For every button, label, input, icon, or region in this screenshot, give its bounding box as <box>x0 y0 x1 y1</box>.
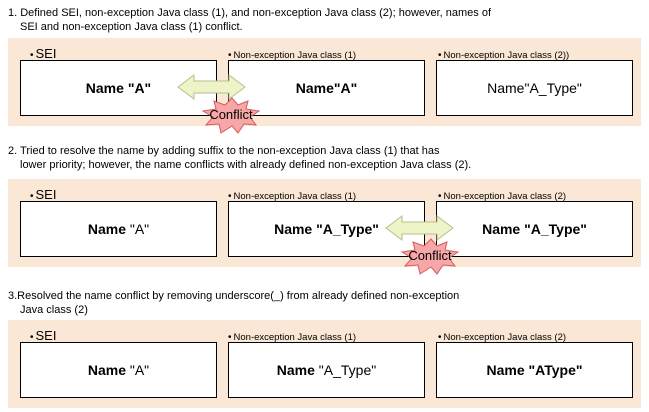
step-2-text: 2. Tried to resolve the name by adding s… <box>8 144 471 172</box>
class-2-box: Name "A_Type" <box>436 201 633 257</box>
sei-box: Name "A" <box>20 342 217 398</box>
double-arrow-icon <box>177 74 246 100</box>
step-3-line-1: 3.Resolved the name conflict by removing… <box>8 290 460 302</box>
class-2-label: •Non-exception Java class (2)) <box>438 50 570 61</box>
step-2-conflict-graphic: Conflict <box>385 215 460 275</box>
step-1-text: 1. Defined SEI, non-exception Java class… <box>8 6 491 34</box>
class-2-label: •Non-exception Java class (2) <box>438 332 567 343</box>
step-1-panel: •SEI •Non-exception Java class (1) •Non-… <box>8 38 641 134</box>
class-2-box: Name "AType" <box>436 342 633 398</box>
conflict-label: Conflict <box>408 248 452 263</box>
double-arrow-icon <box>385 215 454 241</box>
class-1-box: Name "A_Type" <box>228 201 425 257</box>
sei-label: •SEI <box>30 46 57 62</box>
sei-label: •SEI <box>30 187 57 203</box>
sei-box: Name "A" <box>20 201 217 257</box>
class-1-label: •Non-exception Java class (1) <box>228 50 357 61</box>
class-2-box: Name"A_Type" <box>436 60 633 116</box>
class-1-box: Name"A" <box>228 60 425 116</box>
conflict-label: Conflict <box>209 107 253 122</box>
step-2-line-2: lower priority; however, the name confli… <box>20 159 472 171</box>
sei-label: •SEI <box>30 328 57 344</box>
conflict-burst-icon <box>400 238 460 275</box>
step-1-conflict-graphic: Conflict <box>177 74 261 134</box>
class-1-label: •Non-exception Java class (1) <box>228 332 357 343</box>
class-1-label: •Non-exception Java class (1) <box>228 191 357 202</box>
step-1-line-2: SEI and non-exception Java class (1) con… <box>20 21 243 33</box>
step-2-panel: •SEI •Non-exception Java class (1) •Non-… <box>8 179 641 275</box>
step-3-text: 3.Resolved the name conflict by removing… <box>8 289 459 317</box>
step-3-panel: •SEI •Non-exception Java class (1) •Non-… <box>8 320 641 408</box>
step-2-line-1: 2. Tried to resolve the name by adding s… <box>8 145 440 157</box>
step-3-line-2: Java class (2) <box>20 304 88 316</box>
step-1-line-1: 1. Defined SEI, non-exception Java class… <box>8 7 492 19</box>
conflict-burst-icon <box>201 97 261 134</box>
class-1-box: Name "A_Type" <box>228 342 425 398</box>
class-2-label: •Non-exception Java class (2) <box>438 191 567 202</box>
